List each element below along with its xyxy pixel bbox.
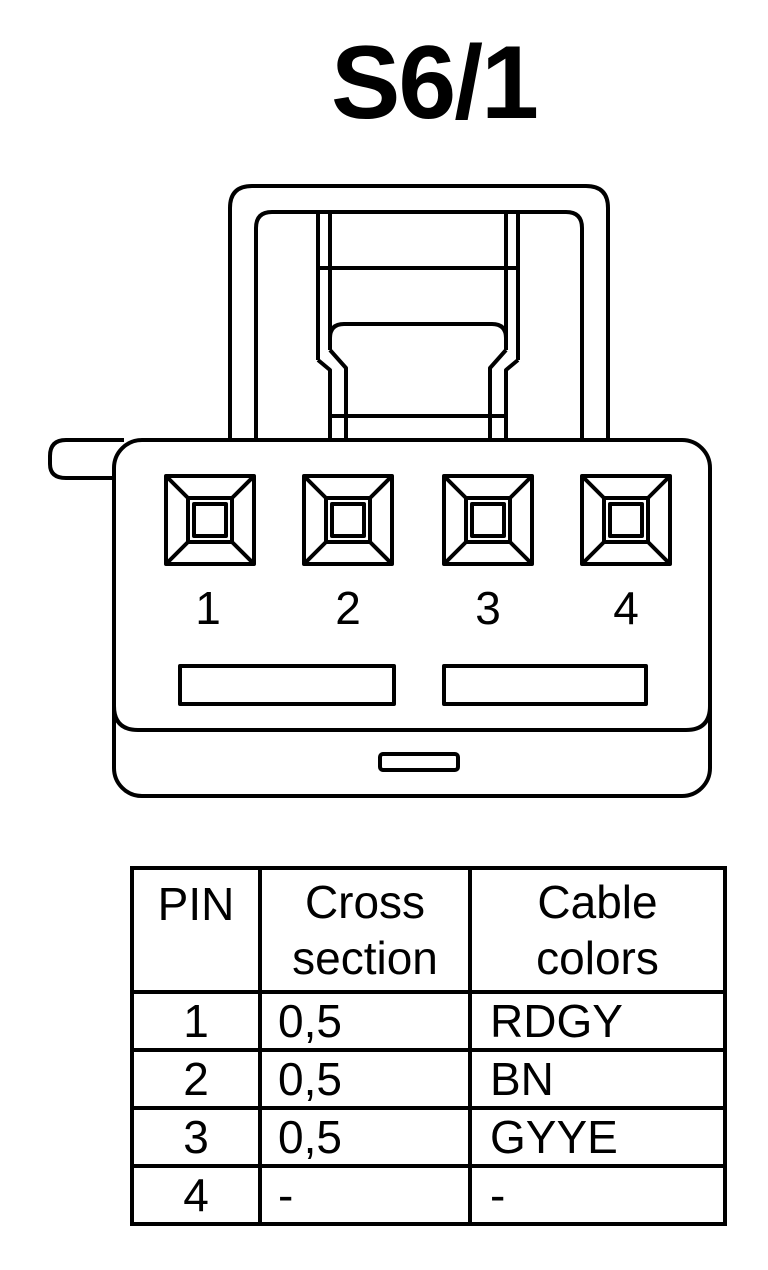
pin-cavity-1 — [164, 474, 256, 566]
pin-label-1: 1 — [195, 582, 221, 634]
row-cross-section: 0,5 — [258, 990, 472, 1052]
row-pin: 2 — [130, 1048, 262, 1110]
connector-diagram: 1 2 3 4 — [48, 184, 712, 798]
table-row: 1 0,5 RDGY — [130, 990, 727, 1052]
table-row: 4 - - — [130, 1164, 727, 1226]
header-pin: PIN — [130, 866, 262, 994]
header-cross-section: Cross section — [258, 866, 472, 994]
header-cross-section-line-2: section — [292, 932, 438, 984]
pin-cavity-2 — [302, 474, 394, 566]
table-row: 3 0,5 GYYE — [130, 1106, 727, 1168]
row-pin: 1 — [130, 990, 262, 1052]
pin-label-4: 4 — [613, 582, 639, 634]
connector-title: S6/1 — [331, 25, 539, 141]
row-cable-color: - — [468, 1164, 727, 1226]
header-cable-colors: Cable colors — [468, 866, 727, 994]
row-cross-section: - — [258, 1164, 472, 1226]
pin-cavity-4 — [580, 474, 672, 566]
header-cable-colors-line-1: Cable — [537, 876, 658, 928]
lower-slot-left — [178, 664, 396, 706]
pin-cavity-3 — [442, 474, 534, 566]
row-cable-color: RDGY — [468, 990, 727, 1052]
table-header-row: PIN Cross section Cable colors — [130, 866, 727, 994]
row-cross-section: 0,5 — [258, 1048, 472, 1110]
row-cable-color: GYYE — [468, 1106, 727, 1168]
pin-label-3: 3 — [475, 582, 501, 634]
row-pin: 4 — [130, 1164, 262, 1226]
connector-latch — [228, 184, 610, 442]
header-cross-section-line-1: Cross — [304, 876, 426, 928]
row-cable-color: BN — [468, 1048, 727, 1110]
row-cross-section: 0,5 — [258, 1106, 472, 1168]
pin-label-2: 2 — [335, 582, 361, 634]
lower-slot-right — [442, 664, 648, 706]
table-row: 2 0,5 BN — [130, 1048, 727, 1110]
header-cable-colors-line-2: colors — [536, 932, 659, 984]
row-pin: 3 — [130, 1106, 262, 1168]
pin-assignment-table: PIN Cross section Cable colors 1 0,5 RDG… — [130, 866, 727, 1226]
side-tab — [48, 438, 124, 480]
connector-housing — [112, 438, 712, 798]
key-slot — [378, 752, 460, 772]
